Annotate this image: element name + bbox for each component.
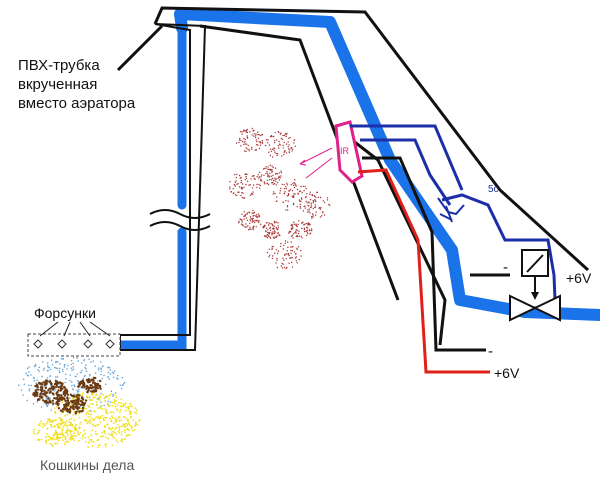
ir-beam-arrows [299,147,333,179]
nozzle-icon [33,339,43,349]
ir-sensor: IR [334,120,364,184]
solenoid-valve [509,249,561,322]
black-wire [362,156,510,352]
svg-text:IR: IR [340,146,350,156]
nozzles-label: Форсунки [34,305,96,321]
nozzle-manifold [27,333,121,357]
timer-label: 5c [488,184,499,195]
valve-minus-label: - [503,259,508,276]
blue-signal-wire [350,124,557,301]
valve-plus-label: +6V [566,270,592,286]
nozzles-label-pointer [39,321,111,337]
nozzle-icon [57,339,67,349]
cat-droppings [32,376,102,415]
cat-stuff-label: Кошкины дела [40,457,134,473]
supply-minus-label: - [488,343,493,360]
tube-break-icon [149,209,211,231]
tube-label: ПВХ-трубка вкрученная вместо аэратора [18,57,136,112]
motion-cloud [229,127,331,270]
red-wire [357,168,490,374]
supply-plus-label: +6V [494,365,520,381]
tube-label-pointer [116,24,164,72]
timer-relay-icon [437,197,465,223]
nozzle-icon [83,339,93,349]
nozzle-icon [105,339,115,349]
